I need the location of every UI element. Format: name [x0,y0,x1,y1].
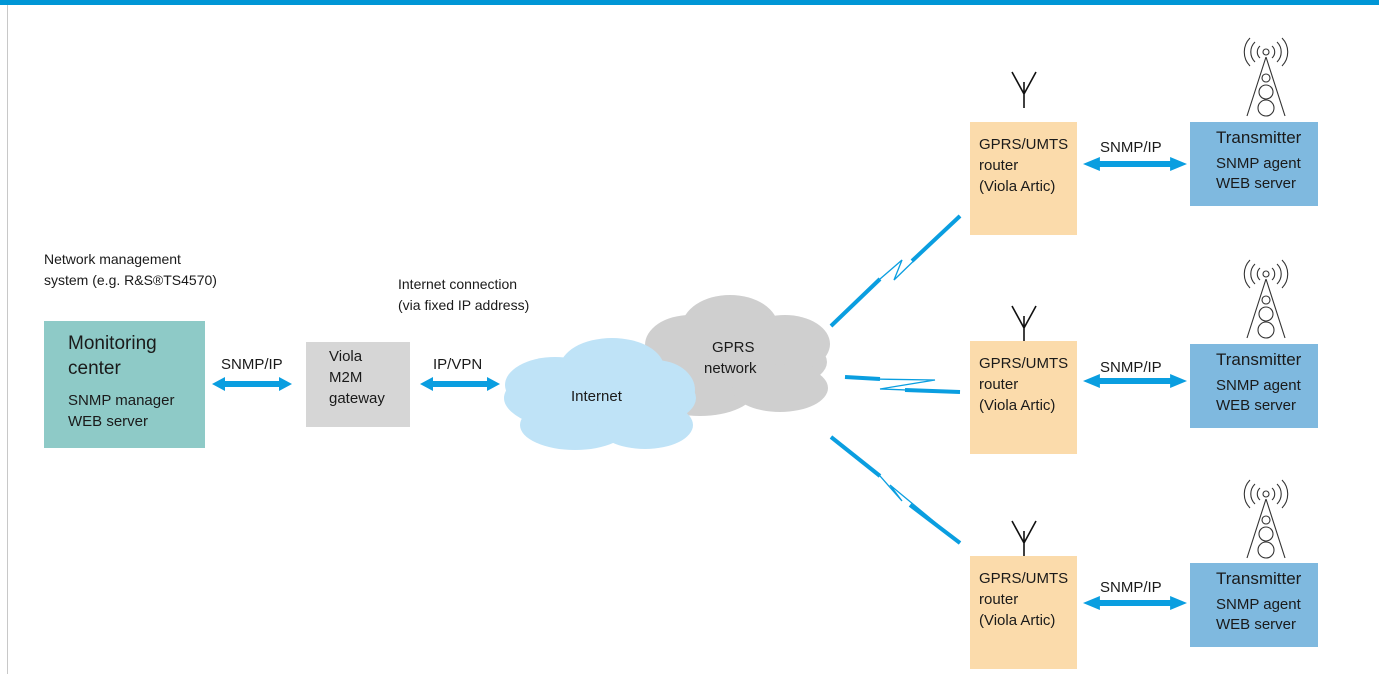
internet-cloud [504,338,696,450]
router-label-line3: (Viola Artic) [979,178,1056,195]
nms-label-line1: Network management [44,251,181,267]
router-antenna-icon [1011,71,1037,108]
link-label-snmp-ip-top: SNMP/IP [1100,139,1162,156]
router-label-line1: GPRS/UMTS [979,355,1069,372]
transmitter-sub-line2: WEB server [1216,175,1297,192]
internet-connection-label-line2: (via fixed IP address) [398,297,530,313]
gprs-cloud-label-line1: GPRS [712,339,755,356]
router-box-top: GPRS/UMTS router (Viola Artic) [970,122,1077,235]
router-label-line3: (Viola Artic) [979,612,1056,629]
m2m-gateway-box: Viola M2M gateway [306,342,410,427]
snmp-ip-arrow-top [1083,157,1187,171]
transmitter-tower-icon [1243,37,1289,117]
router-label-line1: GPRS/UMTS [979,136,1069,153]
router-label-line1: GPRS/UMTS [979,570,1069,587]
link-label-snmp-ip: SNMP/IP [221,356,283,373]
router-antenna-icon [1011,305,1037,342]
router-label-line2: router [979,376,1019,393]
transmitter-sub-line2: WEB server [1216,616,1297,633]
link-label-snmp-ip-middle: SNMP/IP [1100,359,1162,376]
left-margin-rule [7,5,8,674]
monitoring-center-box: Monitoring center SNMP manager WEB serve… [44,321,205,448]
router-antenna-icon [1011,520,1037,557]
internet-cloud-label: Internet [571,388,622,405]
router-box-bottom: GPRS/UMTS router (Viola Artic) [970,556,1077,669]
snmp-ip-arrow-bottom [1083,596,1187,610]
transmitter-tower-icon [1243,259,1289,339]
transmitter-sub-line1: SNMP agent [1216,155,1301,172]
gateway-label-line1: Viola [329,348,363,365]
transmitter-title: Transmitter [1216,569,1302,588]
internet-connection-label-line1: Internet connection [398,276,518,292]
top-accent-bar [0,0,1379,5]
nms-label-line2: system (e.g. R&S®TS4570) [44,272,217,288]
router-label-line2: router [979,591,1019,608]
link-label-snmp-ip-bottom: SNMP/IP [1100,579,1162,596]
transmitter-sub-line1: SNMP agent [1216,596,1301,613]
transmitter-box-middle: Transmitter SNMP agent WEB server [1190,344,1318,428]
gprs-cloud-label-line2: network [704,360,757,377]
wireless-link-top [829,214,962,328]
wireless-link-middle [844,375,961,394]
monitoring-center-sub-line1: SNMP manager [68,392,175,409]
transmitter-tower-icon [1243,479,1289,559]
monitoring-center-title-line2: center [68,358,121,379]
transmitter-title: Transmitter [1216,128,1302,147]
gateway-label-line3: gateway [329,390,385,407]
monitoring-center-sub-line2: WEB server [68,413,149,430]
wireless-link-bottom [829,435,962,545]
router-label-line2: router [979,157,1019,174]
ip-vpn-arrow [420,377,500,391]
snmp-ip-arrow-mc-gateway [212,377,292,391]
transmitter-sub-line2: WEB server [1216,397,1297,414]
router-label-line3: (Viola Artic) [979,397,1056,414]
link-label-ip-vpn: IP/VPN [433,356,483,373]
transmitter-title: Transmitter [1216,350,1302,369]
transmitter-box-top: Transmitter SNMP agent WEB server [1190,122,1318,206]
transmitter-sub-line1: SNMP agent [1216,377,1301,394]
gateway-label-line2: M2M [329,369,363,386]
transmitter-box-bottom: Transmitter SNMP agent WEB server [1190,563,1318,647]
router-box-middle: GPRS/UMTS router (Viola Artic) [970,341,1077,454]
monitoring-center-title-line1: Monitoring [68,333,157,354]
